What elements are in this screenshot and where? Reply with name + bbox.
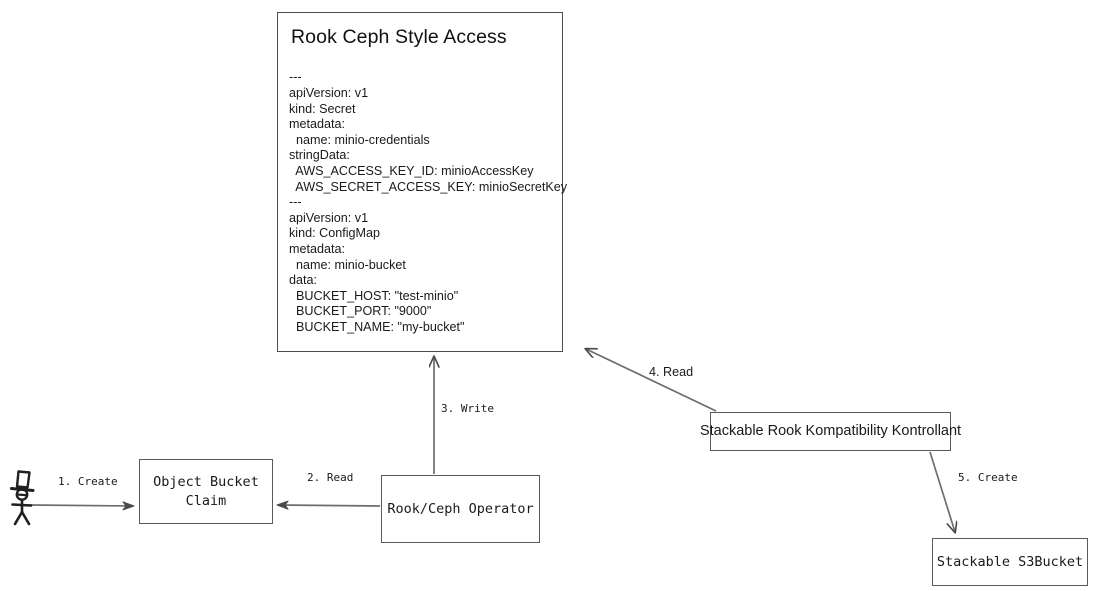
node-object-bucket-claim-label: Object Bucket Claim bbox=[153, 474, 259, 509]
edge-label-4-read: 4. Read bbox=[649, 365, 694, 379]
user-actor-icon bbox=[10, 470, 35, 526]
node-stackable-s3bucket-label: Stackable S3Bucket bbox=[936, 553, 1084, 570]
yaml-card: Rook Ceph Style Access --- apiVersion: v… bbox=[277, 12, 568, 352]
edge-label-5-create: 5. Create bbox=[958, 471, 1018, 484]
edge-label-2-read: 2. Read bbox=[307, 471, 354, 484]
node-rook-ceph-operator-label: Rook/Ceph Operator bbox=[387, 500, 534, 517]
edge-1-create bbox=[29, 501, 135, 511]
edge-2-read bbox=[276, 500, 381, 510]
edge-label-1-create: 1. Create bbox=[58, 475, 118, 488]
node-stackable-rook-kompatibility-kontrollant[interactable]: Stackable Rook Kompatibility Kontrollant bbox=[700, 412, 961, 451]
node-rook-ceph-operator[interactable]: Rook/Ceph Operator bbox=[381, 475, 540, 543]
yaml-card-body: --- apiVersion: v1 kind: Secret metadata… bbox=[289, 70, 568, 334]
edge-label-3-write: 3. Write bbox=[441, 402, 494, 415]
edge-5-create bbox=[929, 451, 955, 532]
node-stackable-rook-kompatibility-kontrollant-label: Stackable Rook Kompatibility Kontrollant bbox=[699, 422, 962, 439]
node-object-bucket-claim[interactable]: Object Bucket Claim bbox=[139, 459, 273, 524]
node-stackable-s3bucket[interactable]: Stackable S3Bucket bbox=[932, 538, 1088, 586]
edge-4-read bbox=[586, 349, 717, 412]
yaml-card-title: Rook Ceph Style Access bbox=[291, 26, 507, 48]
